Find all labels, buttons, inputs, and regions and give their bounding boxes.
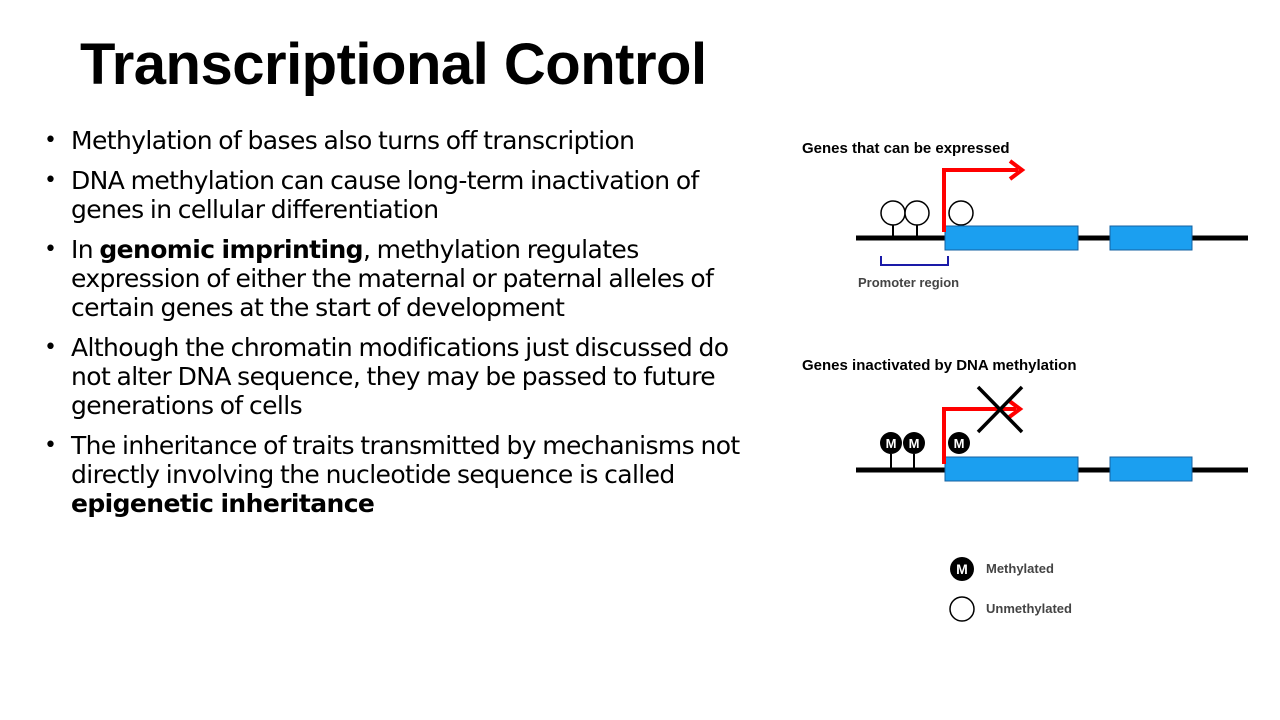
- promoter-bracket: [880, 256, 949, 266]
- gene-exon-box: [944, 225, 1079, 251]
- gene-exon-box: [1109, 225, 1193, 251]
- unmethylated-site: [904, 200, 930, 238]
- unmethylated-icon: [949, 596, 975, 622]
- text-run: DNA methylation can cause long-term inac…: [71, 166, 699, 224]
- methylated-site: M: [948, 432, 970, 454]
- bullet-item: • Methylation of bases also turns off tra…: [44, 126, 754, 155]
- transcription-start-arrow: [942, 398, 1024, 464]
- bullet-dot: •: [44, 335, 57, 360]
- svg-text:M: M: [956, 561, 968, 577]
- bullet-dot: •: [44, 433, 57, 458]
- bullet-item: • Although the chromatin modifications ju…: [44, 333, 754, 420]
- gene-exon-box: [1109, 456, 1193, 482]
- legend-methylated: M Methylated: [950, 557, 1054, 581]
- blocked-x-icon: [976, 385, 1024, 434]
- transcription-start-arrow: [942, 159, 1026, 232]
- unmethylated-site: [948, 200, 974, 226]
- methylated-icon: [950, 557, 974, 581]
- bullet-text: In genomic imprinting, methylation regul…: [71, 235, 714, 322]
- bullet-text: DNA methylation can cause long-term inac…: [71, 166, 699, 224]
- svg-text:M: M: [954, 436, 965, 451]
- bullet-text: Although the chromatin modifications jus…: [71, 333, 729, 420]
- bullet-text: The inheritance of traits transmitted by…: [71, 431, 740, 518]
- unmethylated-site: [880, 200, 906, 238]
- inactivated-panel-title: Genes inactivated by DNA methylation: [802, 357, 1077, 374]
- bullet-item: • The inheritance of traits transmitted b…: [44, 431, 754, 518]
- expressed-panel-title: Genes that can be expressed: [802, 140, 1010, 157]
- legend-unmethylated: Unmethylated: [949, 596, 1072, 622]
- text-run: Methylation of bases also turns off tran…: [71, 126, 635, 155]
- bullet-text: Methylation of bases also turns off tran…: [71, 126, 635, 155]
- methylated-site: M: [903, 432, 925, 470]
- legend: M Methylated Unmethylated: [949, 557, 1072, 622]
- inactivated-gene-panel: M M M: [856, 385, 1248, 482]
- svg-text:M: M: [909, 436, 920, 451]
- bullet-item: • In genomic imprinting, methylation regu…: [44, 235, 754, 322]
- text-run: , methylation regulates expression of ei…: [71, 235, 714, 322]
- expressed-gene-panel: Promoter region: [856, 159, 1248, 290]
- text-run: The inheritance of traits transmitted by…: [71, 431, 740, 489]
- bold-term: genomic imprinting: [99, 235, 363, 264]
- gene-exon-box: [944, 456, 1079, 482]
- bullet-dot: •: [44, 128, 57, 153]
- dna-methylation-diagram: Genes that can be expressed Promoter reg…: [802, 140, 1248, 622]
- text-run: In: [71, 235, 100, 264]
- text-run: Although the chromatin modifications jus…: [71, 333, 729, 420]
- bullet-item: • DNA methylation can cause long-term ina…: [44, 166, 754, 224]
- bullet-dot: •: [44, 168, 57, 193]
- promoter-region-label: Promoter region: [858, 275, 959, 290]
- legend-methylated-label: Methylated: [986, 561, 1054, 576]
- slide-title: Transcriptional Control: [80, 32, 707, 97]
- bullet-list: • Methylation of bases also turns off tra…: [44, 126, 754, 529]
- svg-text:M: M: [886, 436, 897, 451]
- methylated-site: M: [880, 432, 902, 470]
- legend-unmethylated-label: Unmethylated: [986, 601, 1072, 616]
- bold-term: epigenetic inheritance: [71, 489, 375, 518]
- bullet-dot: •: [44, 237, 57, 262]
